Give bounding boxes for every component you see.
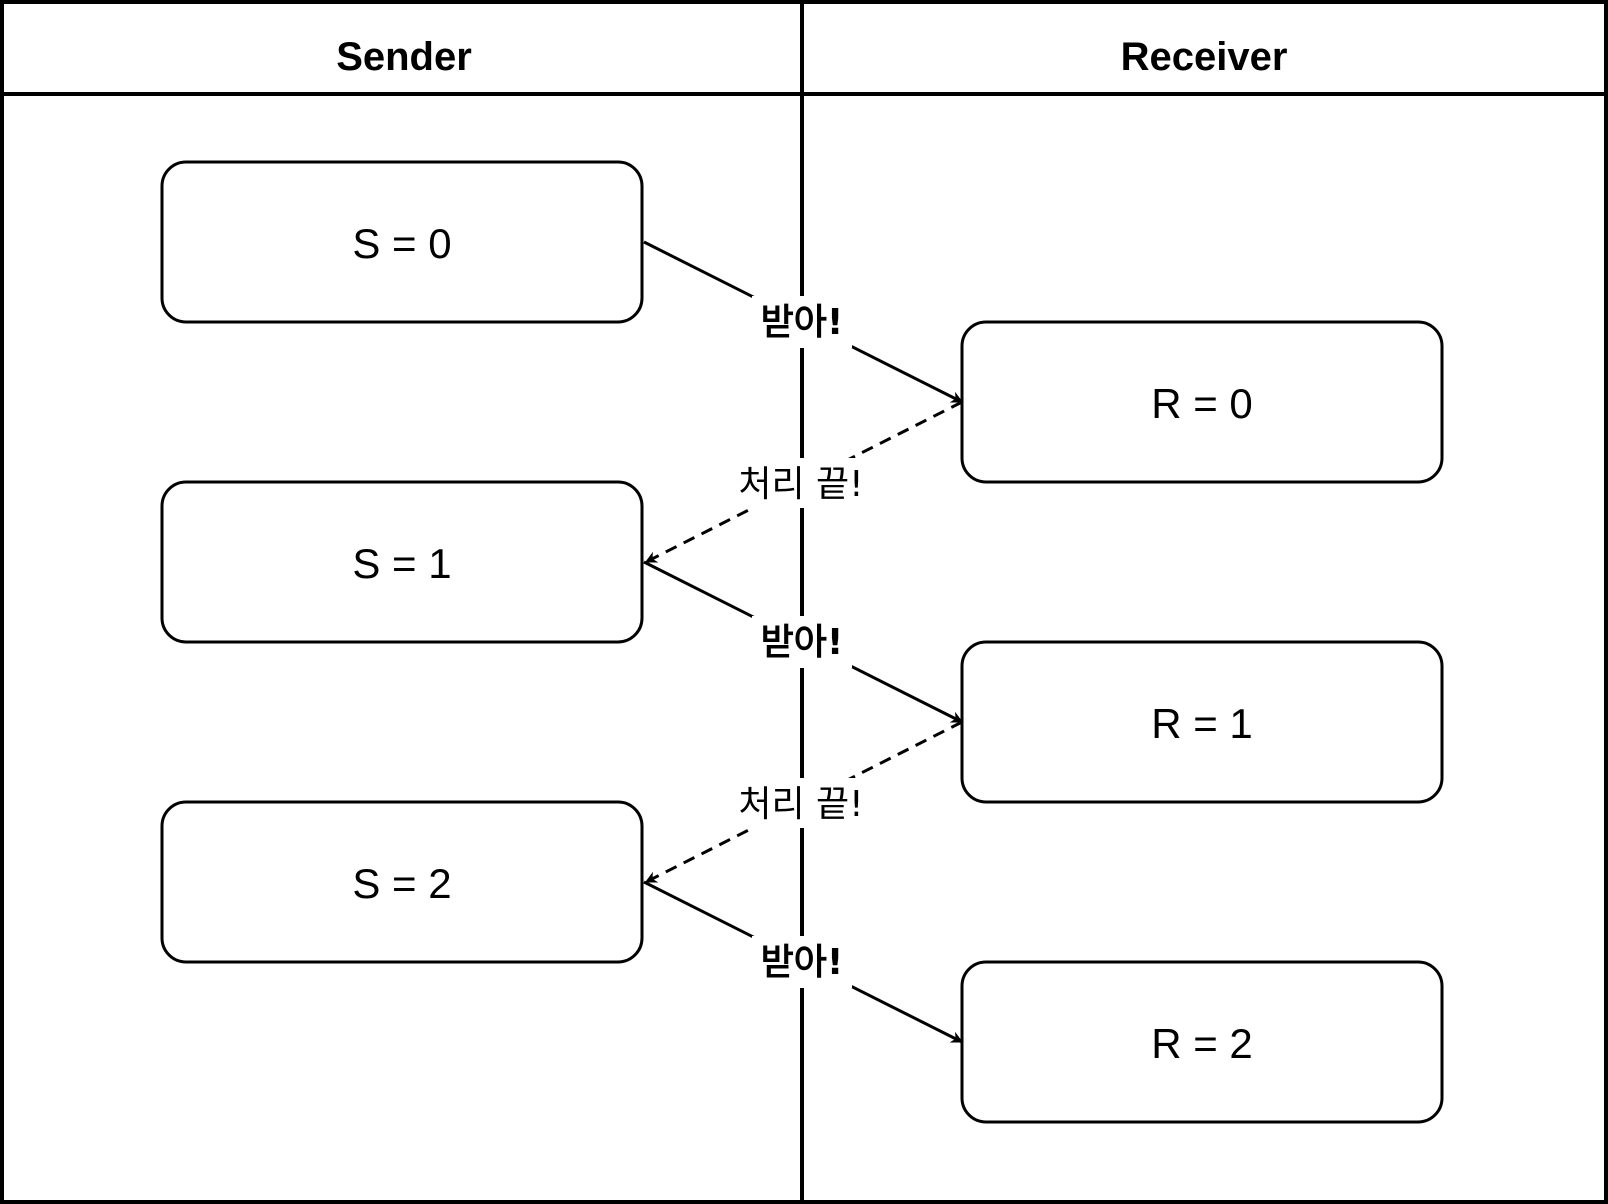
sender-state-0: S = 0 — [160, 160, 644, 324]
send-label-2: 받아! — [752, 936, 852, 988]
send-label-0-text: 받아! — [761, 302, 844, 343]
sender-state-1: S = 1 — [160, 480, 644, 644]
ack-label-1: 처리 끝! — [726, 778, 876, 828]
send-label-2-text: 받아! — [761, 942, 844, 983]
sender-state-1-label: S = 1 — [352, 540, 451, 587]
sender-state-0-label: S = 0 — [352, 220, 451, 267]
receiver-state-2-label: R = 2 — [1151, 1020, 1253, 1067]
receiver-state-2: R = 2 — [960, 960, 1444, 1124]
receiver-state-1-label: R = 1 — [1151, 700, 1253, 747]
sender-state-2-label: S = 2 — [352, 860, 451, 907]
receiver-state-1: R = 1 — [960, 640, 1444, 804]
receiver-state-0: R = 0 — [960, 320, 1444, 484]
send-label-1: 받아! — [752, 616, 852, 668]
send-label-0: 받아! — [752, 296, 852, 348]
receiver-state-0-label: R = 0 — [1151, 380, 1253, 427]
sender-lane-title: Sender — [336, 35, 472, 79]
ack-label-0-text: 처리 끝! — [738, 464, 863, 505]
sender-state-2: S = 2 — [160, 800, 644, 964]
send-label-1-text: 받아! — [761, 622, 844, 663]
ack-label-0: 처리 끝! — [726, 458, 876, 508]
receiver-lane-title: Receiver — [1121, 35, 1288, 79]
ack-label-1-text: 처리 끝! — [738, 784, 863, 825]
